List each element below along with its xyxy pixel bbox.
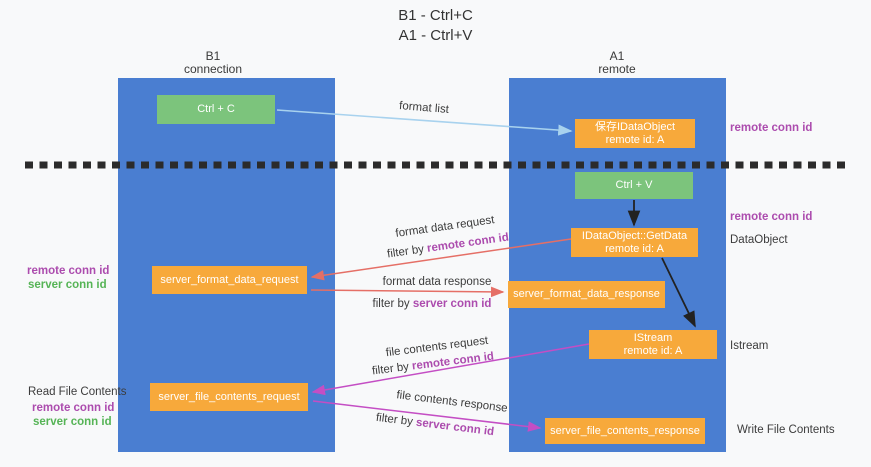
ctrl-c-box: Ctrl + C xyxy=(157,95,275,124)
getdata-line2: remote id: A xyxy=(605,242,664,255)
save-idataobject-box: 保存IDataObject remote id: A xyxy=(575,119,695,148)
left-column-name: B1 xyxy=(205,49,221,63)
file-contents-response-label: file contents response xyxy=(395,389,509,415)
format-list-label: format list xyxy=(398,100,450,116)
getdata-line1: IDataObject::GetData xyxy=(581,229,688,242)
file-contents-response-filter-label: filter by server conn id xyxy=(375,412,494,438)
filter-by-text: filter by xyxy=(375,411,417,429)
ctrl-c-label: Ctrl + C xyxy=(197,103,235,115)
server-file-contents-response-box: server_file_contents_response xyxy=(545,418,705,444)
right-column-role: remote xyxy=(598,62,636,76)
server-file-contents-request-box: server_file_contents_request xyxy=(150,383,308,411)
ctrl-v-box: Ctrl + V xyxy=(575,172,693,199)
server-format-data-response-box: server_format_data_response xyxy=(508,281,665,308)
istream-side-label: Istream xyxy=(730,340,769,352)
server-file-contents-request-label: server_file_contents_request xyxy=(158,390,300,403)
istream-line1: IStream xyxy=(633,331,673,344)
format-data-response-filter-label: filter by server conn id xyxy=(373,298,492,310)
right-column-header: A1 remote xyxy=(557,50,677,76)
write-file-contents-label: Write File Contents xyxy=(737,424,835,436)
server-conn-id-text: server conn id xyxy=(412,298,492,310)
left-column-header: B1 connection xyxy=(153,50,273,76)
diagram-title: B1 - Ctrl+C A1 - Ctrl+V xyxy=(0,6,871,46)
right-remote-conn-id-mid-label: remote conn id xyxy=(730,211,813,223)
right-remote-conn-id-top-label: remote conn id xyxy=(730,122,813,134)
save-idataobject-line2: remote id: A xyxy=(605,133,665,146)
left-column-role: connection xyxy=(183,62,243,76)
filter-by-text: filter by xyxy=(372,298,413,310)
left-remote-conn-id-2-label: remote conn id xyxy=(32,402,115,414)
server-format-data-response-label: server_format_data_response xyxy=(513,288,660,300)
format-data-response-label: format data response xyxy=(382,276,492,288)
left-server-conn-id-1-label: server conn id xyxy=(28,279,107,291)
getdata-box: IDataObject::GetData remote id: A xyxy=(571,228,698,257)
title-line-1: B1 - Ctrl+C xyxy=(398,7,473,24)
title-line-2: A1 - Ctrl+V xyxy=(398,27,473,44)
server-format-data-request-box: server_format_data_request xyxy=(152,266,307,294)
istream-box: IStream remote id: A xyxy=(589,330,717,359)
ctrl-v-label: Ctrl + V xyxy=(615,179,653,191)
filter-by-text: filter by xyxy=(386,242,428,261)
dataobject-label: DataObject xyxy=(730,234,788,246)
server-file-contents-response-label: server_file_contents_response xyxy=(550,424,700,437)
right-column-name: A1 xyxy=(609,49,625,63)
server-conn-id-text: server conn id xyxy=(415,416,495,439)
format-data-response-arrow xyxy=(310,286,505,298)
save-idataobject-line1: 保存IDataObject xyxy=(594,120,676,133)
filter-by-text: filter by xyxy=(371,360,413,378)
server-format-data-request-label: server_format_data_request xyxy=(160,273,299,286)
left-server-conn-id-2-label: server conn id xyxy=(33,416,112,428)
istream-line2: remote id: A xyxy=(623,344,683,357)
left-remote-conn-id-1-label: remote conn id xyxy=(27,265,110,277)
remote-conn-id-text: remote conn id xyxy=(426,231,510,255)
read-file-contents-label: Read File Contents xyxy=(28,386,127,398)
